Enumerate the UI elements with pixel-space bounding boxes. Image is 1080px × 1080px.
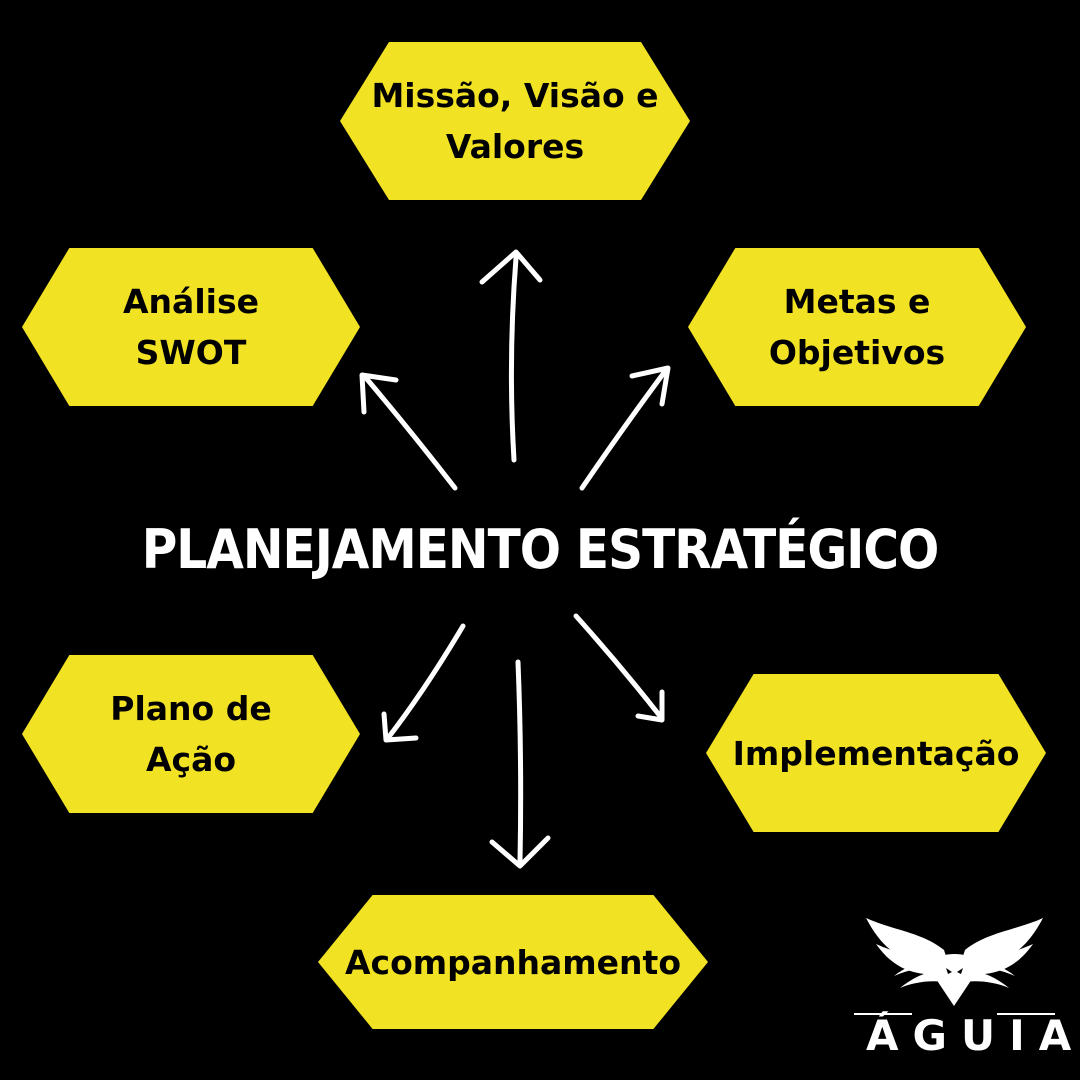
node-label-line: Valores [445, 127, 585, 166]
node-label-line: Missão, Visão e [371, 76, 659, 115]
node-label-line: Análise [123, 282, 259, 321]
node-plano-de-acao: Plano de Ação [22, 655, 360, 813]
node-label: Implementação [733, 728, 1020, 779]
node-label-line: Plano de [110, 689, 272, 728]
node-label-line: Acompanhamento [344, 942, 681, 982]
node-metas-objetivos: Metas e Objetivos [688, 248, 1026, 406]
node-label: Missão, Visão e Valores [371, 70, 658, 172]
node-missao-visao-valores: Missão, Visão e Valores [340, 42, 690, 200]
node-label-line: Objetivos [768, 333, 946, 372]
node-label-line: Implementação [732, 733, 1020, 773]
arrow-to-swot [359, 372, 458, 491]
arrow-to-metas [579, 365, 671, 491]
node-label-line: SWOT [135, 333, 247, 372]
arrow-to-acompanhamento [489, 659, 551, 869]
node-label-line: Metas e [783, 282, 931, 321]
arrow-to-plano [381, 623, 466, 743]
arrow-to-missao [479, 249, 543, 463]
node-label: Metas e Objetivos [769, 276, 945, 378]
node-analise-swot: Análise SWOT [22, 248, 360, 406]
logo-text: ÁGUIA [866, 1011, 1080, 1060]
node-acompanhamento: Acompanhamento [318, 895, 708, 1029]
node-label: Acompanhamento [345, 937, 681, 988]
node-implementacao: Implementação [706, 674, 1046, 832]
page-title: PLANEJAMENTO ESTRATÉGICO [141, 518, 940, 581]
eagle-icon [854, 918, 1055, 1015]
node-label: Plano de Ação [110, 683, 271, 785]
node-label: Análise SWOT [123, 276, 259, 378]
node-label-line: Ação [145, 740, 237, 779]
arrow-to-implementacao [573, 613, 665, 723]
